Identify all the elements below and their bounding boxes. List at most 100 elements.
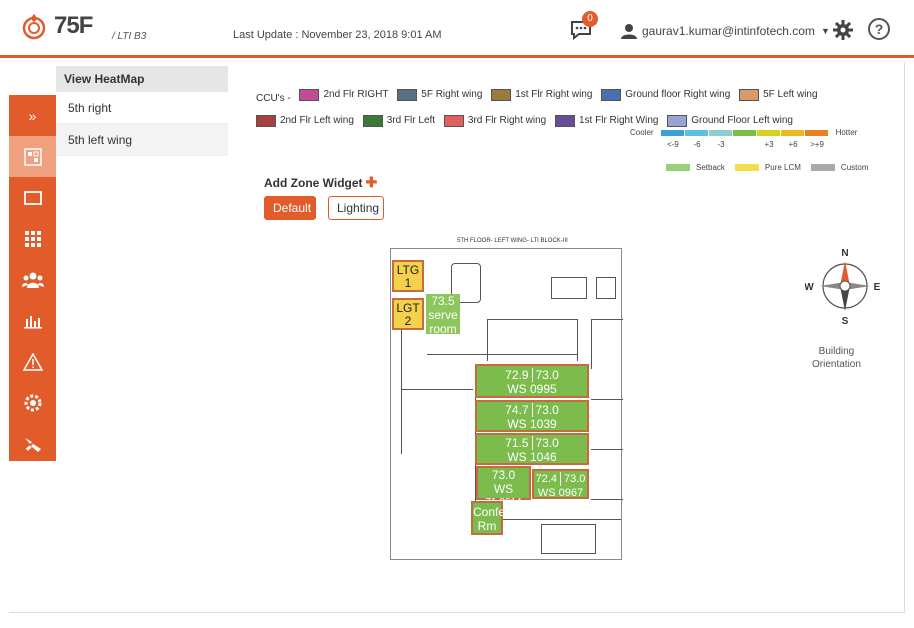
- users-icon[interactable]: [9, 259, 56, 300]
- lighting-zone-lgt-2[interactable]: LGT 2: [392, 298, 424, 330]
- alert-icon[interactable]: [9, 341, 56, 382]
- zone-name: WS 0995: [507, 382, 557, 396]
- compass-w: W: [805, 282, 814, 293]
- settings-icon[interactable]: [9, 382, 56, 423]
- plan-wall: [401, 314, 402, 454]
- ccu-legend-item[interactable]: 2nd Flr RIGHT: [299, 84, 388, 106]
- ccu-legend-item[interactable]: 3rd Flr Right wing: [443, 110, 547, 132]
- ccu-legend-item[interactable]: 1st Flr Right Wing: [555, 110, 658, 132]
- zone-setpoint: 73.0: [531, 403, 562, 417]
- plan-wall: [591, 319, 592, 369]
- ccu-legend-item[interactable]: 1st Flr Right wing: [491, 84, 592, 106]
- ccu-label: Ground Floor Left wing: [691, 115, 793, 126]
- hotter-label: Hotter: [835, 128, 858, 137]
- scale-bar: [780, 129, 804, 136]
- zone-current-temp: 71.8014: [485, 497, 522, 508]
- plan-wall: [427, 354, 577, 355]
- tools-icon[interactable]: [9, 423, 56, 464]
- plan-wall: [591, 449, 623, 450]
- lighting-button[interactable]: Lighting: [328, 196, 384, 220]
- zone-conference-room[interactable]: Confe Rm: [471, 501, 505, 535]
- user-email: gaurav1.kumar@intinfotech.com: [642, 24, 815, 38]
- user-menu[interactable]: gaurav1.kumar@intinfotech.com ▼: [620, 22, 830, 40]
- ccu-label: 3rd Flr Right wing: [467, 115, 547, 126]
- key-label: Pure LCM: [764, 163, 801, 172]
- ccu-legend-item[interactable]: Ground floor Right wing: [601, 84, 730, 106]
- lighting-zone-ltg-1[interactable]: LTG 1: [392, 260, 424, 292]
- plan-wall: [577, 319, 578, 361]
- monitor-icon[interactable]: [9, 177, 56, 218]
- zone-current-temp: 74.7: [505, 403, 529, 417]
- gear-icon[interactable]: [833, 20, 853, 40]
- scale-bar: [756, 129, 780, 136]
- key-swatch: [666, 164, 690, 171]
- key-label: Setback: [696, 163, 725, 172]
- zone-name: room: [429, 322, 457, 336]
- help-icon[interactable]: ?: [868, 18, 890, 40]
- plan-wall: [491, 519, 621, 520]
- ccu-legend-item[interactable]: 3rd Flr Left: [362, 110, 436, 132]
- zone-setpoint: 73.0: [531, 368, 562, 382]
- zone-ws-1014[interactable]: 73.0 WS 71.8014: [476, 466, 531, 508]
- last-update: Last Update : November 23, 2018 9:01 AM: [233, 29, 442, 41]
- zone-server-room[interactable]: 73.5 serve room: [426, 294, 460, 336]
- ccu-label: 5F Left wing: [763, 89, 818, 100]
- scale-tick: +3: [764, 140, 774, 149]
- chart-icon[interactable]: [9, 300, 56, 341]
- default-button[interactable]: Default: [264, 196, 316, 220]
- logo-text: 75F: [54, 12, 93, 39]
- logo[interactable]: 75F: [20, 12, 93, 40]
- compass-e: E: [874, 282, 881, 293]
- scale-bar: [660, 129, 684, 136]
- plan-wall: [487, 319, 577, 320]
- plan-wall: [551, 277, 587, 299]
- zone-current-temp: 72.4: [535, 473, 557, 485]
- scale-bar: [684, 129, 708, 136]
- expand-icon[interactable]: »: [28, 107, 37, 124]
- plus-icon: ✚: [365, 174, 378, 190]
- ccu-legend-item[interactable]: 5F Left wing: [739, 84, 818, 106]
- orientation-line-1: Building: [818, 346, 855, 357]
- cooler-label: Cooler: [630, 128, 654, 137]
- plan-wall: [591, 319, 623, 320]
- ccu-legend-item[interactable]: 2nd Flr Left wing: [256, 110, 354, 132]
- ccu-swatch: [397, 89, 418, 101]
- ccu-swatch: [739, 89, 760, 101]
- plan-wall: [591, 499, 623, 500]
- zone-current-temp: 72.9: [505, 368, 529, 382]
- grid-icon[interactable]: [9, 218, 56, 259]
- ccu-swatch: [299, 89, 320, 101]
- zone-setpoint: 73.0: [560, 472, 588, 486]
- scale-tick: >+9: [810, 140, 824, 149]
- scale-bar: [804, 129, 828, 136]
- ccu-swatch: [667, 115, 688, 127]
- orientation-line-2: Orientation: [812, 359, 861, 370]
- ccu-label: 3rd Flr Left: [386, 115, 436, 126]
- logo-subtitle: / LTI B3: [112, 31, 147, 42]
- scale-tick: -6: [693, 140, 701, 149]
- ccu-legend-item[interactable]: Ground Floor Left wing: [667, 110, 793, 132]
- notification-badge: 0: [582, 11, 598, 27]
- divider: [9, 612, 905, 613]
- ccu-legend-item[interactable]: 5F Right wing: [397, 84, 482, 106]
- building-orientation: Building Orientation: [812, 345, 861, 371]
- key-label: Custom: [840, 163, 869, 172]
- plan-wall: [451, 263, 481, 303]
- submenu-item-5th-left-wing[interactable]: 5th left wing: [56, 124, 228, 156]
- ccu-label: 1st Flr Right Wing: [579, 115, 659, 126]
- compass-s: S: [842, 316, 849, 327]
- scale-ticks: <-9 -6 -3 +3 +6 >+9: [661, 140, 857, 149]
- heatmap-icon[interactable]: [9, 136, 56, 177]
- add-zone-widget[interactable]: Add Zone Widget✚: [264, 174, 377, 191]
- plan-wall: [487, 319, 488, 361]
- ccu-label: Ground floor Right wing: [625, 89, 731, 100]
- zone-name: Rm: [477, 519, 497, 533]
- submenu-item-5th-right[interactable]: 5th right: [56, 92, 228, 124]
- temperature-scale: Cooler Hotter <-9 -6 -3 +3 +6 >+9: [630, 128, 857, 149]
- ccu-label: 5F Right wing: [421, 89, 483, 100]
- key-swatch: [734, 164, 759, 171]
